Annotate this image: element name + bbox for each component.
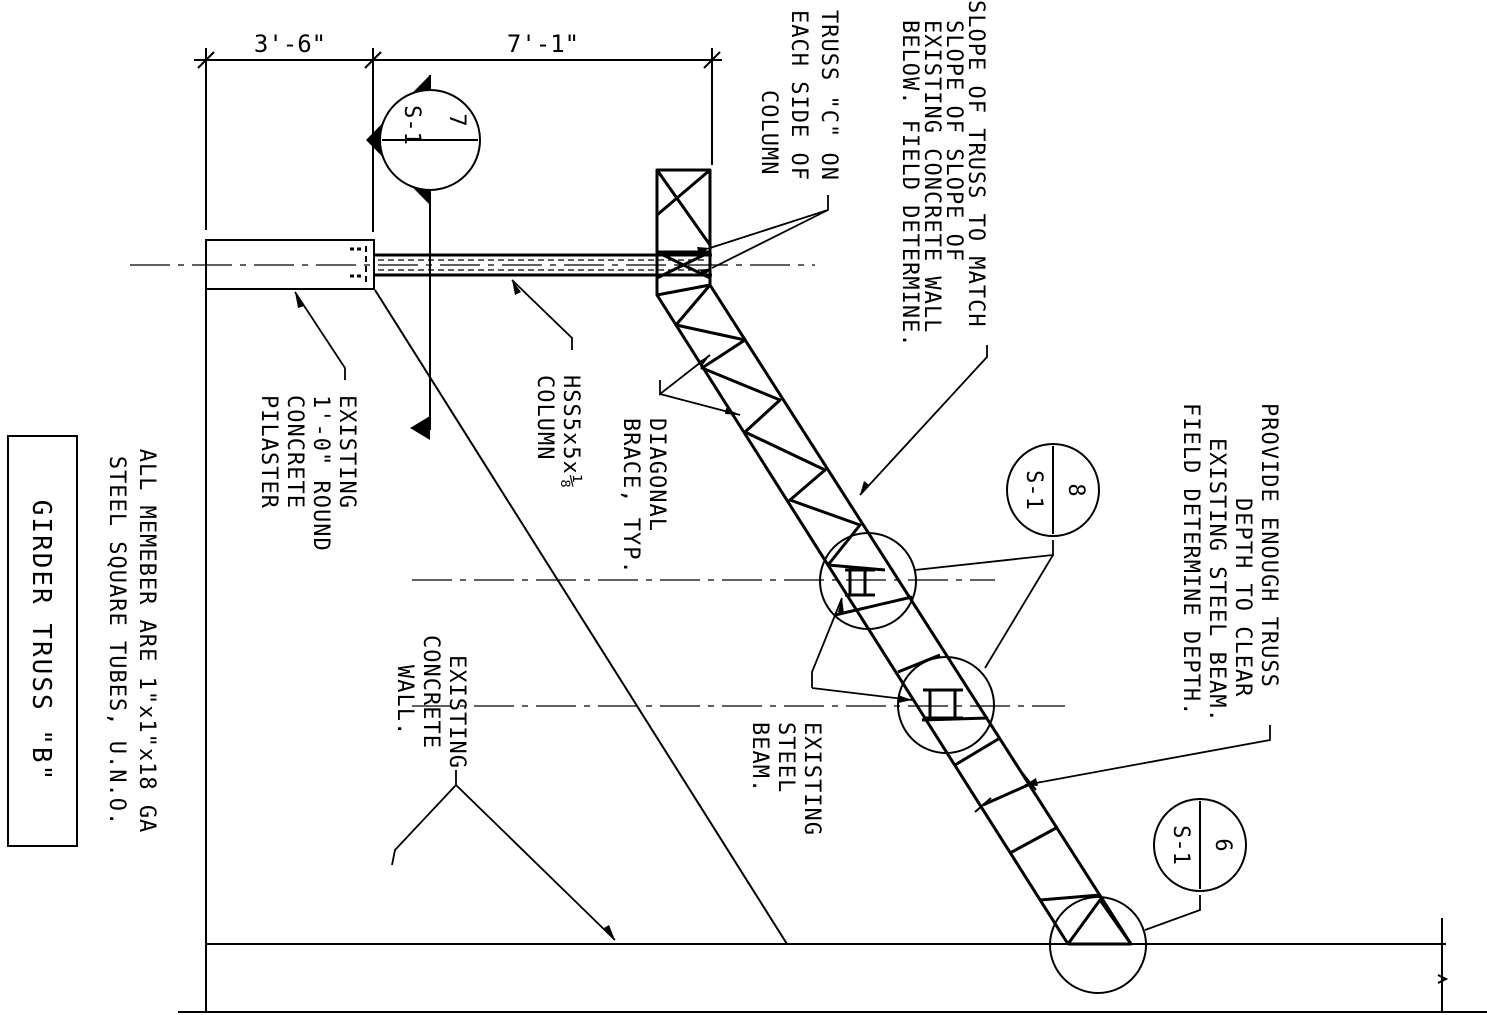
detail-bubble-8-sheet: S-1 [1021,470,1046,510]
leader-arrows [295,247,1038,940]
pilaster-note-line-3: CONCRETE [282,395,307,509]
depth-note-line-2: DEPTH TO CLEAR [1230,498,1255,697]
column-note-line-2: COLUMN [532,375,557,460]
depth-note-line-1: PROVIDE ENOUGH TRUSS [1256,403,1281,688]
brace-note-line-1: DIAGONAL [644,418,669,532]
column-note-line-1: HSS5x5x⅛ [558,375,583,489]
steel-beams [845,568,963,720]
depth-note-line-4: FIELD DETERMINE DEPTH. [1178,403,1203,716]
detail-bubble-6-sheet: S-1 [1168,825,1193,865]
depth-note: PROVIDE ENOUGH TRUSS DEPTH TO CLEAR EXIS… [1178,403,1281,723]
slope-note: SLOPE OF TRUSS TO MATCH SLOPE OF SLOPE O… [897,0,988,348]
drawing-title: GIRDER TRUSS "B" [26,500,56,782]
dimension-right: 7'-1" [507,30,579,58]
beam-note-line-2: STEEL [773,722,798,793]
truss-c-note-line-3: COLUMN [756,90,781,175]
pilaster-note-line-4: PILASTER [256,395,281,509]
detail-bubble-6[interactable]: 6 S-1 [1153,798,1247,892]
pilaster-note-line-1: EXISTING [334,395,359,509]
truss-c-note-line-2: EACH SIDE OF [786,10,811,181]
brace-note-line-2: BRACE, TYP. [618,418,643,575]
detail-bubble-7-number: 7 [444,113,469,126]
slope-note-line-2: SLOPE OF SLOPE OF [941,20,966,262]
pilaster-note: EXISTING 1'-0" ROUND CONCRETE PILASTER [256,395,359,552]
brace-note: DIAGONAL BRACE, TYP. [618,418,669,575]
detail-bubble-8[interactable]: 8 S-1 [1006,443,1100,537]
slope-note-line-4: BELOW. FIELD DETERMINE. [897,20,922,348]
slope-note-line-1: SLOPE OF TRUSS TO MATCH [963,0,988,328]
beam-note-line-3: BEAM. [747,722,772,793]
beam-note: EXISTING STEEL BEAM. [747,722,824,836]
beam-note-line-1: EXISTING [799,722,824,836]
existing-concrete-wall-line [374,289,788,945]
slope-note-line-3: EXISTING CONCRETE WALL [919,20,944,333]
pilaster-note-line-2: 1'-0" ROUND [308,395,333,552]
base-lines [178,240,1487,1013]
detail-bubble-6-number: 6 [1210,838,1235,851]
leader-lines [294,195,1271,941]
detail-bubble-7[interactable]: 7 S-1 [382,105,478,145]
general-note: ALL MEMEBER ARE 1"x1"x18 GA STEEL SQUARE… [104,449,159,834]
detail-circles [819,532,1147,994]
wall-note-line-2: CONCRETE [418,635,443,749]
column-note: HSS5x5x⅛ COLUMN [532,375,583,489]
general-note-line-2: STEEL SQUARE TUBES, U.N.O. [104,456,129,826]
depth-note-line-3: EXISTING STEEL BEAM. [1204,438,1229,723]
title-block: GIRDER TRUSS "B" [7,435,78,847]
detail-bubble-7-sheet: S-1 [399,105,424,145]
dimension-left: 3'-6" [254,30,326,58]
girder-truss [655,168,1133,946]
wall-note-line-1: EXISTING [444,655,469,769]
wall-note: EXISTING CONCRETE WALL. [392,635,469,769]
general-note-line-1: ALL MEMEBER ARE 1"x1"x18 GA [134,449,159,834]
truss-c-note-line-1: TRUSS "C" ON [816,10,841,181]
dimension-lines [194,48,722,232]
detail-bubble-8-number: 8 [1063,483,1088,496]
wall-note-line-3: WALL. [392,665,417,736]
truss-c-note: TRUSS "C" ON EACH SIDE OF COLUMN [756,10,841,181]
